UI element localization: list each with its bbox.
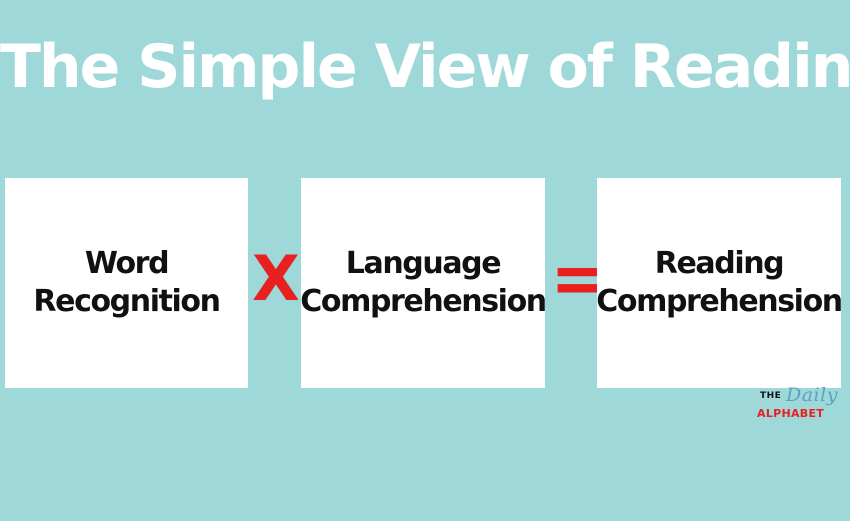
box-line: Reading: [654, 246, 785, 281]
reading-comprehension-box: Reading Comprehension: [596, 178, 843, 388]
logo-the-text: THE: [760, 391, 782, 401]
box-line: Comprehension: [300, 284, 547, 319]
daily-alphabet-logo: THE Daily ALPHABET: [752, 384, 844, 426]
box-line: Recognition: [33, 284, 221, 319]
multiply-operator: X: [252, 242, 300, 315]
equals-operator: =: [550, 236, 611, 320]
box-line: Word: [84, 246, 170, 281]
box-line: Comprehension: [596, 284, 843, 319]
logo-daily-text: Daily: [786, 384, 838, 406]
page-title: The Simple View of Reading: [0, 32, 850, 102]
word-recognition-box: Word Recognition: [5, 178, 248, 388]
language-comprehension-box: Language Comprehension: [300, 178, 547, 388]
logo-alphabet-text: ALPHABET: [757, 407, 825, 420]
box-line: Language: [345, 246, 502, 281]
